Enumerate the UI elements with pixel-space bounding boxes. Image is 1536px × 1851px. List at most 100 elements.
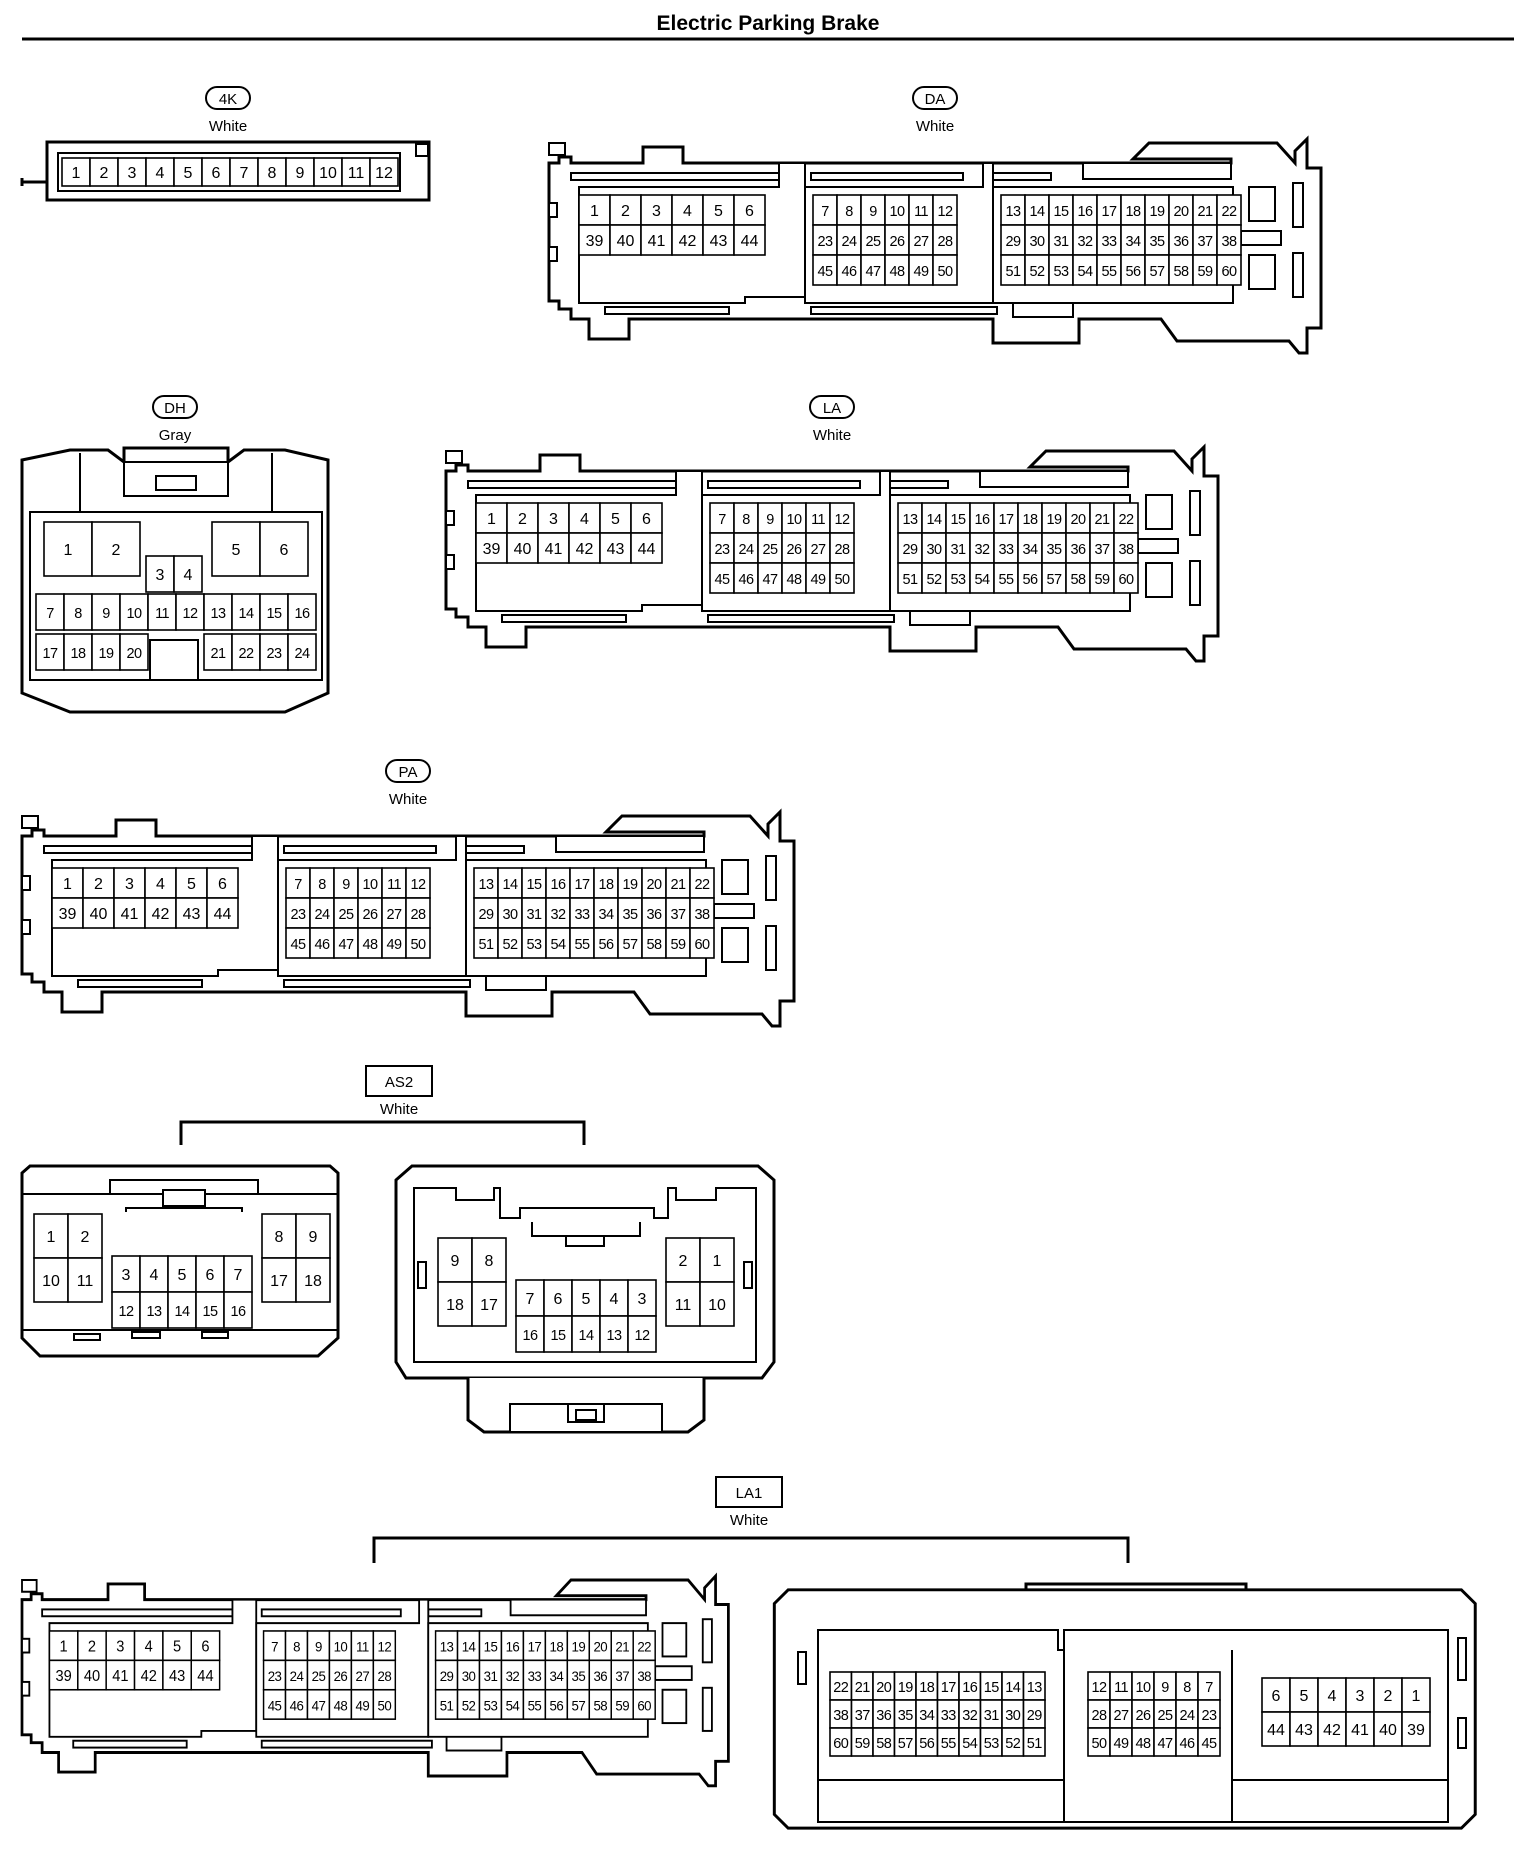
pin-label-31: 31	[1054, 234, 1069, 250]
pin-label-20: 20	[1071, 512, 1086, 528]
pin-label-20: 20	[876, 1680, 891, 1696]
pin-label-11: 11	[356, 1639, 369, 1655]
connector-la1-color: White	[730, 1512, 768, 1529]
pin-label-4: 4	[610, 1291, 619, 1308]
pin-4k-cell	[89, 157, 119, 187]
connector-la-id: LA	[823, 400, 841, 417]
pin-label-16: 16	[523, 1328, 538, 1344]
pin-label-13: 13	[479, 877, 494, 893]
pin-label-7: 7	[1205, 1680, 1213, 1696]
pin-label-13: 13	[440, 1639, 455, 1655]
pin-as2f-cell	[627, 1315, 657, 1353]
connector-pa-pin-cell	[285, 927, 311, 959]
pin-label-45: 45	[268, 1698, 283, 1714]
pin-label-41: 41	[1351, 1722, 1369, 1739]
pin-label-11: 11	[77, 1273, 94, 1290]
pin-label-50: 50	[938, 264, 953, 280]
connector-da-color: White	[916, 118, 954, 135]
connector-da-pin-cell	[733, 194, 766, 226]
pin-label-5: 5	[184, 165, 193, 182]
pin-label-25: 25	[312, 1669, 327, 1685]
pin-dh-cell	[175, 593, 205, 631]
pin-label-14: 14	[462, 1639, 477, 1655]
pin-label-29: 29	[479, 907, 494, 923]
pin-label-16: 16	[962, 1680, 977, 1696]
pin-label-30: 30	[1030, 234, 1045, 250]
connector-da-pin-cell	[860, 194, 886, 226]
connector-la-pin-cell	[969, 532, 995, 564]
pin-label-54: 54	[962, 1736, 977, 1752]
pin-label-5: 5	[714, 203, 723, 220]
pin-label-8: 8	[275, 1229, 284, 1246]
pin-label-31: 31	[527, 907, 542, 923]
pin-label-20: 20	[127, 646, 142, 662]
pin-label-3: 3	[125, 876, 134, 893]
pin-label-40: 40	[1379, 1722, 1397, 1739]
connector-pa-side-2	[21, 919, 31, 935]
connector-as2-female-side-l	[417, 1261, 427, 1289]
pin-label-53: 53	[1054, 264, 1069, 280]
connector-la-side-1	[445, 510, 455, 526]
connector-pa-pin-cell	[381, 927, 407, 959]
connector-da-pin-cell	[1096, 254, 1122, 286]
pin-as2m-cell	[139, 1291, 169, 1329]
pin-label-14: 14	[579, 1328, 594, 1344]
connector-la1-female-side-l	[797, 1651, 807, 1685]
pin-label-26: 26	[334, 1669, 349, 1685]
pin-label-45: 45	[818, 264, 833, 280]
pin-label-10: 10	[890, 204, 905, 220]
pin-label-44: 44	[214, 906, 232, 923]
pin-label-30: 30	[503, 907, 518, 923]
connector-da-pin-cell	[1216, 194, 1242, 226]
page-title: Electric Parking Brake	[657, 12, 880, 35]
pin-label-45: 45	[1202, 1736, 1217, 1752]
pin-label-22: 22	[1222, 204, 1237, 220]
connector-la-side-2	[445, 554, 455, 570]
pin-label-28: 28	[411, 907, 426, 923]
pin-label-6: 6	[642, 511, 651, 528]
pin-label-37: 37	[1095, 542, 1110, 558]
pin-label-10: 10	[708, 1297, 726, 1314]
pin-label-5: 5	[1300, 1688, 1309, 1705]
pin-label-50: 50	[835, 572, 850, 588]
pin-4k-cell	[341, 157, 371, 187]
connector-la-housing	[445, 450, 463, 464]
connector-pa-side-1	[21, 875, 31, 891]
pin-label-7: 7	[234, 1267, 243, 1284]
connector-la-pin-cell	[1017, 562, 1043, 594]
pin-label-48: 48	[363, 937, 378, 953]
connector-la-pin-cell	[1041, 532, 1067, 564]
pin-as2m-cell	[67, 1257, 103, 1303]
connector-pa-rail-e	[77, 979, 203, 988]
connector-la1-female-inner	[817, 1629, 1449, 1823]
connector-la1-id: LA1	[736, 1485, 763, 1502]
pin-label-39: 39	[59, 906, 77, 923]
connector-da-pin-cell	[932, 224, 958, 256]
pin-label-30: 30	[462, 1669, 477, 1685]
pin-label-35: 35	[1047, 542, 1062, 558]
pin-label-33: 33	[575, 907, 590, 923]
pin-label-43: 43	[1295, 1722, 1313, 1739]
pin-label-19: 19	[623, 877, 638, 893]
pin-label-2: 2	[679, 1253, 688, 1270]
pin-label-51: 51	[903, 572, 918, 588]
connector-pa-pin-cell	[617, 927, 643, 959]
pin-label-52: 52	[1005, 1736, 1020, 1752]
connector-la1-male-pin-cell	[162, 1630, 193, 1662]
pin-label-9: 9	[869, 204, 877, 220]
pin-4k-cell	[369, 157, 399, 187]
pin-label-10: 10	[127, 606, 142, 622]
pin-label-40: 40	[617, 233, 635, 250]
pin-as2m-cell	[195, 1291, 225, 1329]
pin-label-39: 39	[55, 1668, 71, 1686]
pin-label-49: 49	[914, 264, 929, 280]
pin-label-17: 17	[270, 1273, 288, 1290]
connector-da-rail-a	[570, 172, 780, 181]
pin-label-21: 21	[1198, 204, 1213, 220]
pin-label-28: 28	[835, 542, 850, 558]
pin-label-34: 34	[919, 1708, 934, 1724]
pin-label-12: 12	[183, 606, 198, 622]
connector-as2-female-lock-tab-inner	[575, 1409, 597, 1421]
connector-pa-pin-cell	[309, 927, 335, 959]
